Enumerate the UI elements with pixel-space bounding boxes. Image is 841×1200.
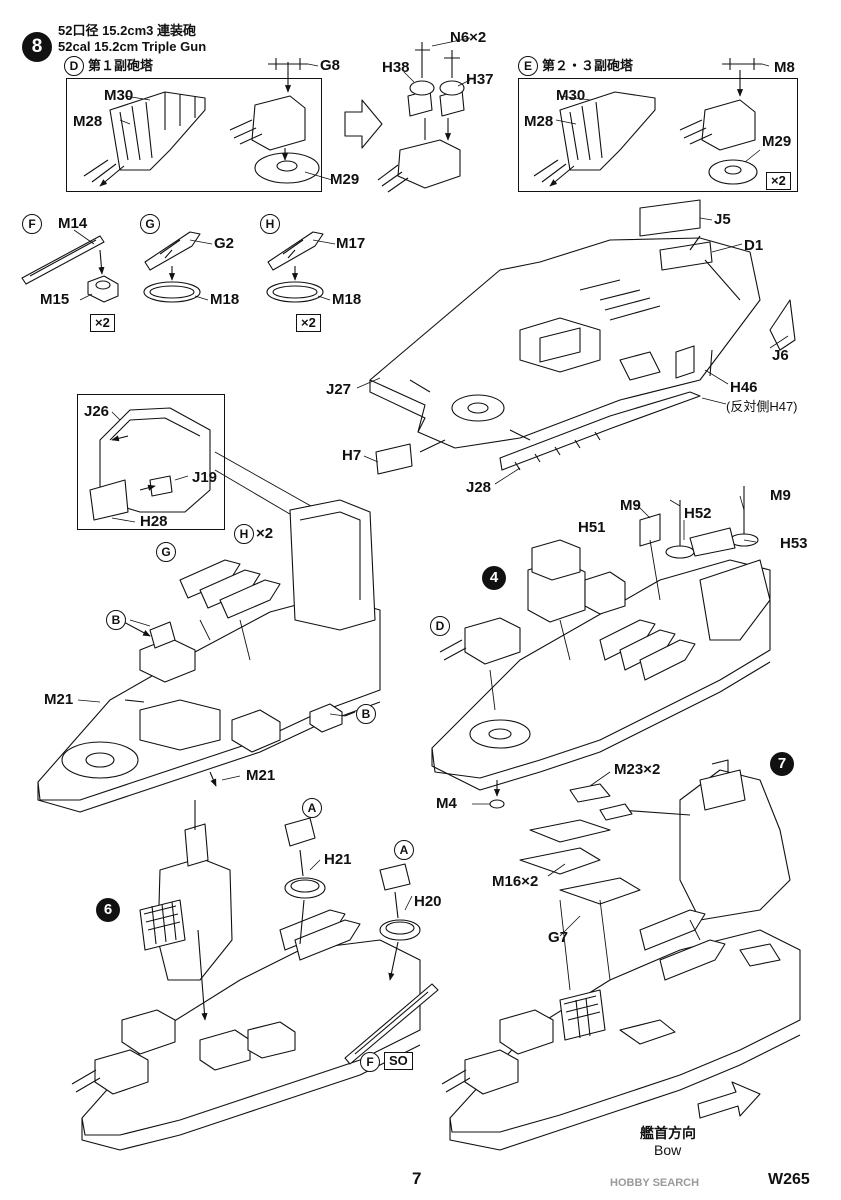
label-m4: M4 [436, 795, 457, 812]
inset-drawing [89, 407, 211, 521]
marker-a-left: A [302, 798, 322, 818]
label-d1: D1 [744, 237, 764, 254]
label-m15: M15 [40, 291, 70, 308]
inset-frame [77, 394, 225, 530]
label-h52: H52 [684, 505, 712, 522]
turret-d-drawing [83, 58, 320, 186]
marker-e: E [518, 56, 538, 76]
marker-d-mid: D [430, 616, 450, 636]
label-m28-d: M28 [73, 113, 103, 130]
label-n6: N6×2 [450, 29, 487, 46]
leader-lines [73, 37, 789, 937]
hull-midleft-drawing [37, 499, 381, 813]
label-g2: G2 [214, 235, 235, 252]
label-m9-right: M9 [770, 487, 791, 504]
label-m29-e: M29 [762, 133, 792, 150]
step-number-badge: 8 [22, 32, 52, 62]
qty-badge-so: SO [384, 1052, 413, 1070]
bow-label-jp: 艦首方向 [640, 1125, 696, 1141]
marker-d: D [64, 56, 84, 76]
deck-top-drawing [369, 199, 796, 475]
marker-b-right: B [356, 704, 376, 724]
turret-assembled-drawing [377, 42, 465, 193]
sub-d-frame [66, 78, 322, 192]
label-m30-e: M30 [556, 87, 586, 104]
qty-badge-f: ×2 [90, 314, 115, 332]
marker-f-bottom: F [360, 1052, 380, 1072]
flow-arrow [344, 99, 383, 149]
label-j6: J6 [772, 347, 789, 364]
step-title-en: 52cal 15.2cm Triple Gun [58, 39, 207, 54]
label-j28: J28 [466, 479, 492, 496]
label-h38: H38 [382, 59, 410, 76]
label-m14: M14 [58, 215, 88, 232]
watermark-text: HOBBY SEARCH [610, 1177, 700, 1189]
label-m21-left: M21 [44, 691, 74, 708]
label-m16: M16×2 [492, 873, 539, 890]
marker-a-right: A [394, 840, 414, 860]
label-h20: H20 [414, 893, 442, 910]
qty-badge-e: ×2 [766, 172, 791, 190]
label-m29-d: M29 [330, 171, 360, 188]
subassembly-f-drawing [21, 235, 119, 303]
label-m30-d: M30 [104, 87, 134, 104]
product-code: W265 [768, 1171, 810, 1188]
subassembly-g-drawing [143, 231, 201, 303]
label-h51: H51 [578, 519, 606, 536]
step-title-jp: 52口径 15.2cm3 連装砲 [58, 23, 197, 38]
label-m8: M8 [774, 59, 795, 76]
label-g8: G8 [320, 57, 341, 74]
label-j19: J19 [192, 469, 218, 486]
qty-badge-h: ×2 [296, 314, 321, 332]
hull-bottomright-drawing [441, 759, 801, 1151]
label-h21: H21 [324, 851, 352, 868]
subassembly-h-drawing [266, 231, 324, 303]
label-j26: J26 [84, 403, 110, 420]
label-h37: H37 [466, 71, 494, 88]
label-m18-h: M18 [332, 291, 362, 308]
sub-d-label: 第１副砲塔 [88, 58, 154, 73]
label-g7: G7 [548, 929, 569, 946]
label-m18-g: M18 [210, 291, 240, 308]
marker-g-mid: G [156, 542, 176, 562]
turret-e-drawing [533, 58, 762, 186]
inset-leader [214, 451, 319, 521]
label-m21-bottom: M21 [246, 767, 276, 784]
page-number: 7 [412, 1169, 422, 1188]
label-h46: H46 [730, 379, 758, 396]
label-j27: J27 [326, 381, 352, 398]
marker-4: 4 [482, 566, 506, 590]
label-h28: H28 [140, 513, 168, 530]
label-m23: M23×2 [614, 761, 661, 778]
label-j5: J5 [714, 211, 731, 228]
label-m28-e: M28 [524, 113, 554, 130]
marker-b-left: B [106, 610, 126, 630]
label-hx2: ×2 [256, 525, 274, 542]
marker-7: 7 [770, 752, 794, 776]
hull-bottomleft-drawing [71, 800, 439, 1151]
label-h7: H7 [342, 447, 362, 464]
marker-g-top: G [140, 214, 160, 234]
label-h47-note: (反対側H47) [726, 399, 798, 414]
sub-e-frame [518, 78, 798, 192]
bow-arrow [697, 1081, 761, 1119]
bow-label-en: Bow [654, 1142, 682, 1158]
marker-6: 6 [96, 898, 120, 922]
label-m17: M17 [336, 235, 366, 252]
marker-h-top: H [260, 214, 280, 234]
marker-h-mid: H [234, 524, 254, 544]
sub-e-label: 第２・３副砲塔 [542, 58, 634, 73]
label-h53: H53 [780, 535, 808, 552]
hull-midright-drawing [431, 486, 771, 809]
marker-f-top: F [22, 214, 42, 234]
label-m9-left: M9 [620, 497, 641, 514]
